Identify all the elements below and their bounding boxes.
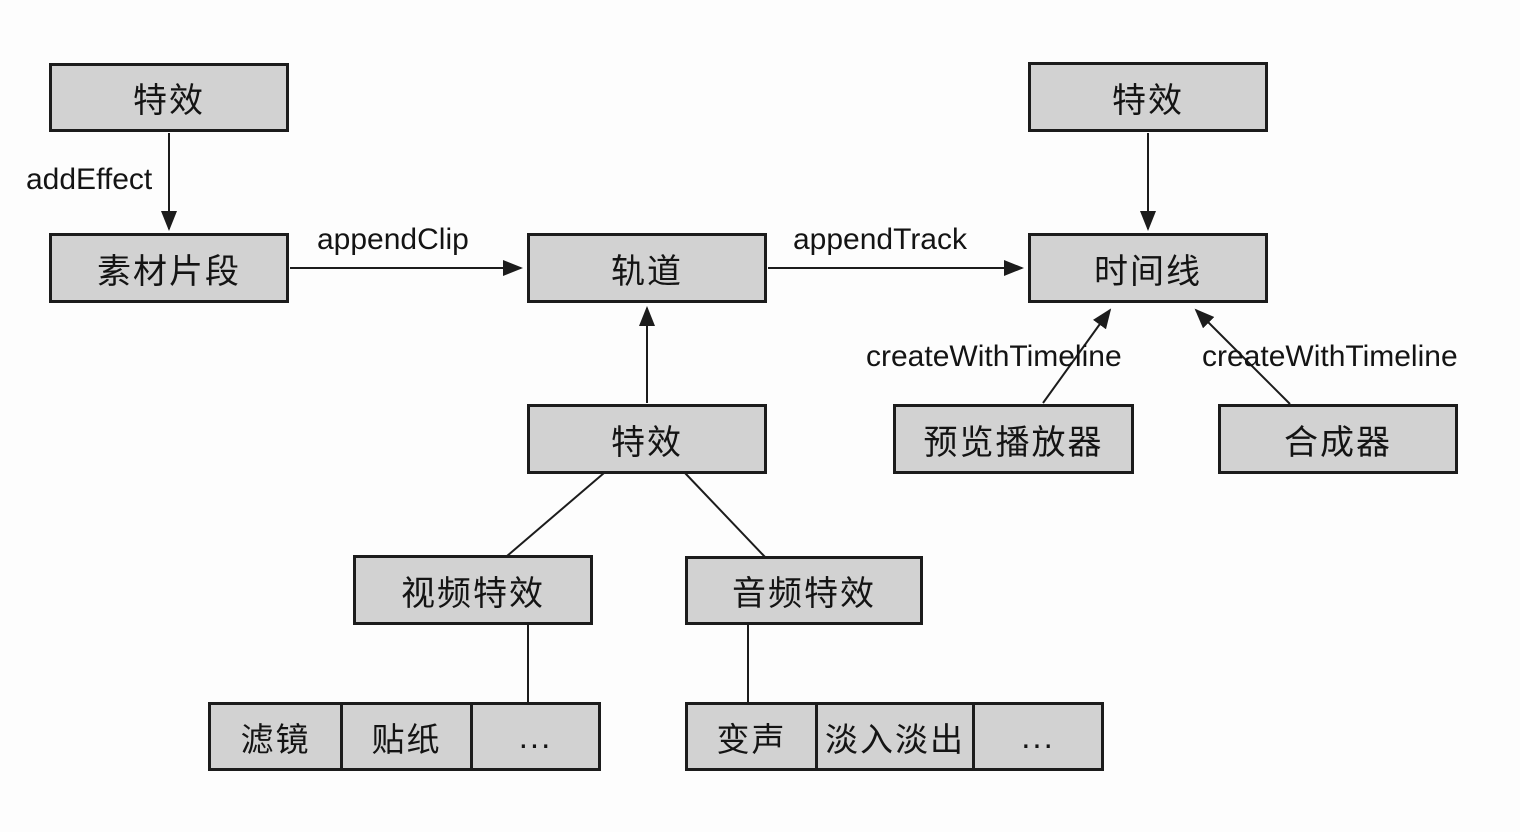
table-cell-video-more: ... xyxy=(470,705,598,768)
edge-preview-to-timeline-arrow xyxy=(1042,308,1112,404)
edge-effect-to-videoeffect-line xyxy=(506,472,605,557)
node-preview-player: 预览播放器 xyxy=(893,404,1134,474)
node-compositor: 合成器 xyxy=(1218,404,1458,474)
edge-label-appendtrack: appendTrack xyxy=(793,223,967,256)
node-video-effect: 视频特效 xyxy=(353,555,593,625)
edge-effect-to-audioeffect-line xyxy=(684,472,766,558)
node-effect-top-left: 特效 xyxy=(49,63,289,132)
table-cell-fade-in-out: 淡入淡出 xyxy=(815,705,972,768)
table-cell-filter: 滤镜 xyxy=(240,720,311,758)
audio-effect-types-table: 变声 淡入淡出 ... xyxy=(685,702,1104,771)
table-cell-voice-change: 变声 xyxy=(716,720,787,758)
node-timeline: 时间线 xyxy=(1028,233,1268,303)
edge-compositor-to-timeline-arrow xyxy=(1194,308,1291,405)
node-material-clip: 素材片段 xyxy=(49,233,289,303)
node-audio-effect: 音频特效 xyxy=(685,556,923,625)
node-effect-middle: 特效 xyxy=(527,404,767,474)
video-effect-types-table: 滤镜 贴纸 ... xyxy=(208,702,601,771)
table-cell-audio-more: ... xyxy=(972,705,1101,768)
edge-label-appendclip: appendClip xyxy=(317,223,469,256)
node-track: 轨道 xyxy=(527,233,767,303)
edge-label-createwithtimeline-right: createWithTimeline xyxy=(1202,340,1458,373)
edge-label-addeffect: addEffect xyxy=(26,163,153,196)
edge-label-createwithtimeline-left: createWithTimeline xyxy=(866,340,1122,373)
node-effect-top-right: 特效 xyxy=(1028,62,1268,132)
table-cell-sticker: 贴纸 xyxy=(340,705,470,768)
